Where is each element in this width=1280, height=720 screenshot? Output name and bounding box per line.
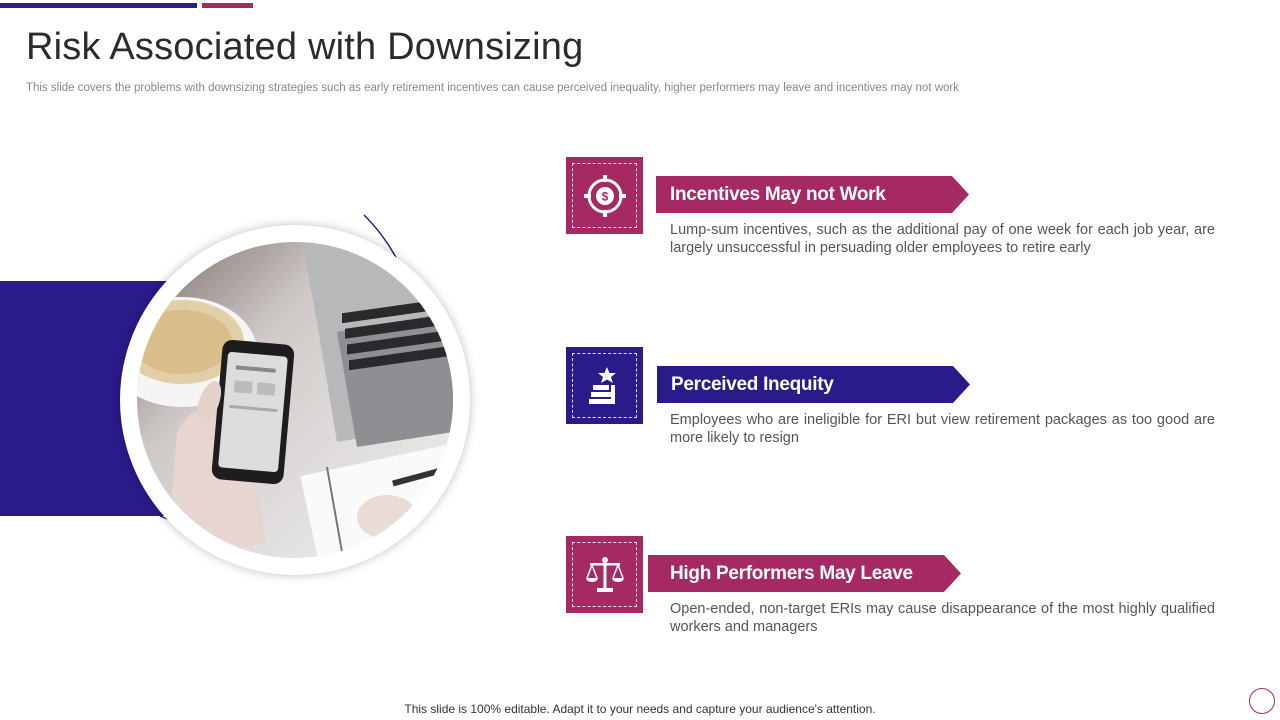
item-heading: Perceived Inequity <box>671 374 834 395</box>
item-description: Open-ended, non-target ERIs may cause di… <box>670 601 1215 635</box>
footer-note: This slide is 100% editable. Adapt it to… <box>404 702 876 716</box>
icon-box: $ <box>566 157 643 234</box>
page-subtitle: This slide covers the problems with down… <box>26 82 959 94</box>
risk-item-incentives: $ Incentives May not Work Lump-sum incen… <box>566 157 1266 317</box>
item-heading: Incentives May not Work <box>670 184 886 205</box>
item-heading: High Performers May Leave <box>670 563 913 584</box>
balance-scale-icon <box>585 556 624 592</box>
stairs-star-icon <box>588 366 616 404</box>
page-title: Risk Associated with Downsizing <box>26 26 584 68</box>
icon-box <box>566 347 643 424</box>
top-accent-bar-blue <box>0 3 197 8</box>
item-description: Lump-sum incentives, such as the additio… <box>670 222 1215 256</box>
risk-item-inequity: Perceived Inequity Employees who are ine… <box>566 347 1266 507</box>
top-accent-bar-purple <box>202 3 253 8</box>
item-description: Employees who are ineligible for ERI but… <box>670 412 1215 446</box>
icon-box <box>566 536 643 613</box>
corner-circle-decoration <box>1249 688 1275 714</box>
svg-text:$: $ <box>601 189 608 203</box>
phone-photo-image <box>137 242 453 558</box>
dollar-target-icon: $ <box>583 174 626 217</box>
risk-item-high-performers: High Performers May Leave Open-ended, no… <box>566 536 1266 696</box>
